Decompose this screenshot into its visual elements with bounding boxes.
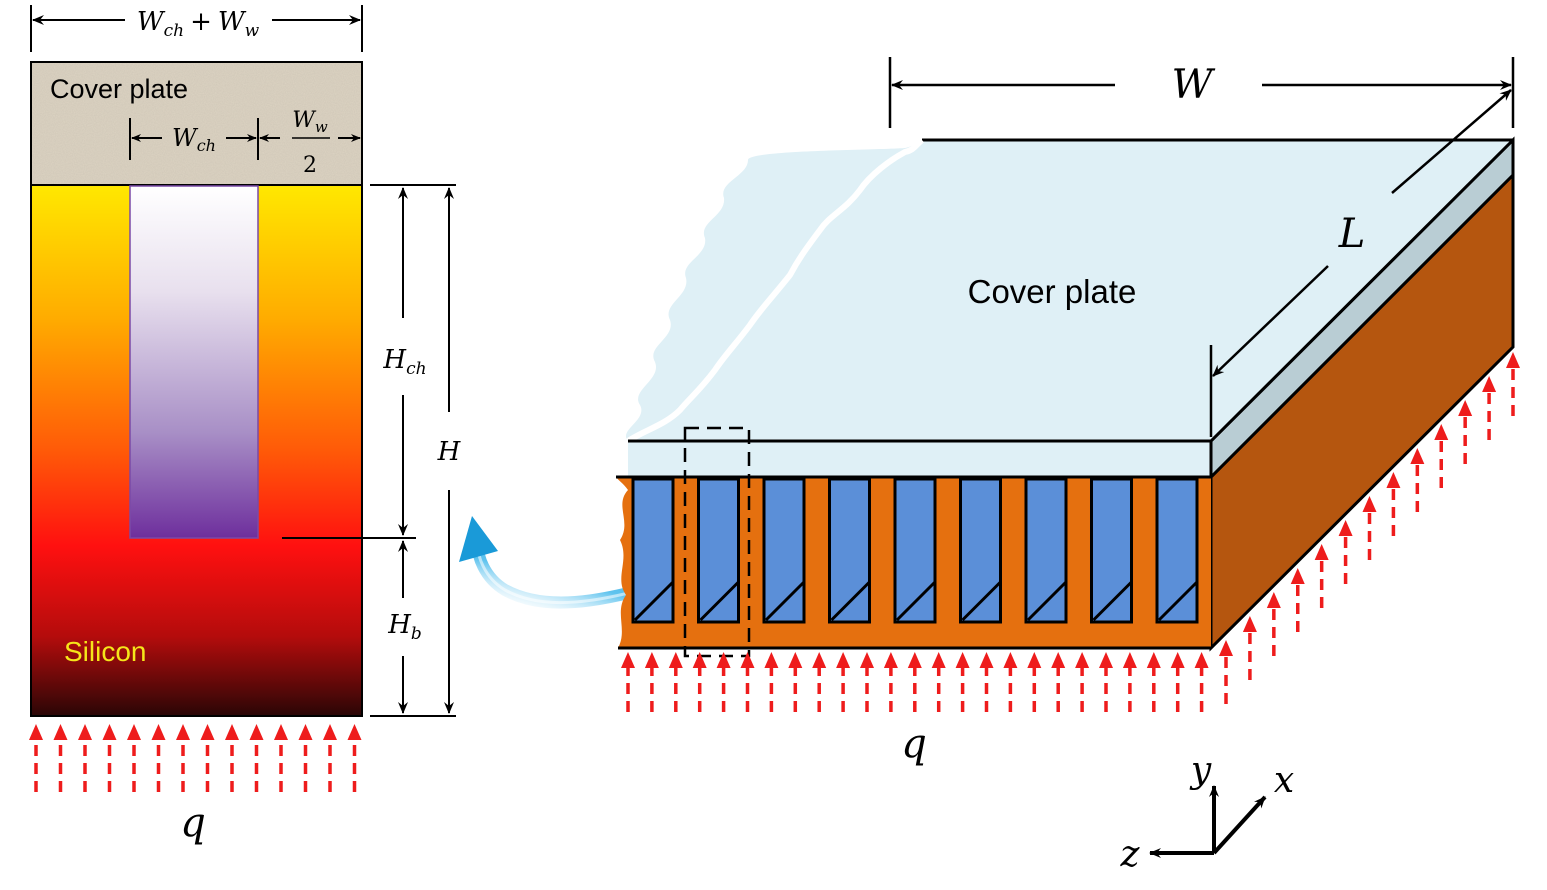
heat-flux-arrow (979, 652, 994, 712)
heat-flux-arrow (176, 724, 190, 792)
heat-flux-arrow (1410, 448, 1425, 512)
unit-cell-cross-section: Wch+Ww Cover plate Wch Ww 2 Silicon (29, 5, 462, 846)
microchannel (828, 477, 871, 624)
microchannel (762, 477, 806, 624)
heat-flux-arrow (78, 724, 92, 792)
heat-flux-arrow (53, 724, 68, 792)
heat-flux-arrow (812, 652, 827, 712)
heat-flux-arrow (740, 652, 755, 712)
unit-cell-selection-box (683, 426, 751, 658)
channel-width-label: Wch (172, 124, 216, 155)
heat-flux-arrow (1051, 652, 1066, 712)
heat-flux-arrow (1170, 652, 1185, 712)
heat-flux-arrow (1482, 376, 1497, 440)
heat-flux-arrow (1314, 544, 1329, 608)
x-axis-arrow (1212, 795, 1267, 855)
base-height-label: Hb (387, 610, 422, 644)
microchannel-array (631, 477, 1199, 624)
heat-flux-arrow (1075, 652, 1090, 712)
microchannel (959, 477, 1002, 624)
side-heat-flux-arrows (1219, 352, 1520, 704)
heat-flux-arrow (836, 652, 851, 712)
heat-flux-arrow (860, 652, 874, 712)
heat-flux-arrow (1290, 568, 1305, 632)
heat-flux-arrow (907, 652, 922, 712)
right-heat-flux-label: q (901, 721, 927, 767)
heat-flux-arrow (347, 724, 362, 792)
heat-flux-arrow (1219, 640, 1233, 704)
microchannel (697, 477, 740, 624)
channel-height-label: Hch (382, 345, 426, 379)
heat-flux-arrow (668, 652, 683, 712)
microchannel (1155, 477, 1199, 624)
heat-flux-arrow (1362, 496, 1377, 560)
right-heat-flux-arrows (621, 652, 1209, 712)
heat-flux-arrow (1434, 424, 1449, 488)
heat-flux-arrow (274, 724, 288, 792)
x-axis-label: x (1274, 760, 1294, 801)
sink-length-arrow-up (1391, 89, 1512, 194)
left-heat-flux-arrows (29, 724, 362, 792)
heat-flux-arrow (1099, 652, 1113, 712)
heat-flux-arrow (151, 724, 166, 792)
heat-flux-arrow (788, 652, 803, 712)
heat-flux-arrow (1194, 652, 1209, 712)
heat-flux-arrow (931, 652, 946, 712)
heat-flux-arrow (102, 724, 117, 792)
heat-flux-arrow (1266, 592, 1281, 656)
cover-plate-label-right: Cover plate (968, 273, 1137, 310)
heat-flux-arrow (1458, 400, 1473, 464)
heat-sink-3d-view: W Cover plate L q (616, 57, 1520, 767)
heat-flux-arrow (955, 652, 970, 712)
silicon-label: Silicon (64, 636, 146, 667)
sink-length-label: L (1338, 211, 1366, 257)
microchannel (1090, 477, 1133, 624)
heat-flux-arrow (644, 652, 659, 712)
heat-flux-arrow (1146, 652, 1161, 712)
cover-top-face (625, 140, 1513, 441)
microchannel (1024, 477, 1068, 624)
heat-flux-arrow (764, 652, 779, 712)
sink-length-arrow-down (1212, 265, 1329, 377)
left-heat-flux-label: q (180, 800, 206, 846)
heat-flux-arrow (1338, 520, 1353, 584)
heat-flux-arrow (716, 652, 731, 712)
top-width-label: Wch+Ww (137, 7, 260, 41)
heat-flux-arrow (298, 724, 313, 792)
half-wall-numerator: Ww (292, 108, 328, 136)
heat-flux-arrow (883, 652, 898, 712)
y-axis-label: y (1189, 750, 1212, 791)
heat-flux-arrow (323, 724, 337, 792)
heat-flux-arrow (1242, 616, 1257, 680)
heat-flux-arrow (127, 724, 141, 792)
coordinate-axes: y x z (1120, 750, 1295, 875)
microchannel (893, 477, 937, 624)
total-height-label: H (437, 437, 462, 467)
heat-flux-arrow (1386, 472, 1401, 536)
heat-flux-arrow (621, 652, 635, 712)
heat-flux-arrow (249, 724, 264, 792)
microchannel (631, 477, 675, 624)
heat-flux-arrow (1003, 652, 1018, 712)
cover-plate-texture (31, 62, 362, 185)
heat-flux-arrow (1122, 652, 1137, 712)
heat-flux-arrow (1506, 352, 1520, 416)
z-axis-label: z (1120, 834, 1141, 875)
half-wall-denominator: 2 (303, 153, 317, 178)
heat-flux-arrow (225, 724, 239, 792)
heat-flux-arrow (1027, 652, 1042, 712)
cover-plate-label-left: Cover plate (50, 74, 188, 104)
coolant-channel (129, 185, 259, 539)
sink-width-label: W (1171, 62, 1215, 108)
heat-flux-arrow (692, 652, 707, 712)
cover-front-face (628, 441, 1211, 477)
heat-flux-arrow (200, 724, 215, 792)
heat-flux-arrow (29, 724, 43, 792)
